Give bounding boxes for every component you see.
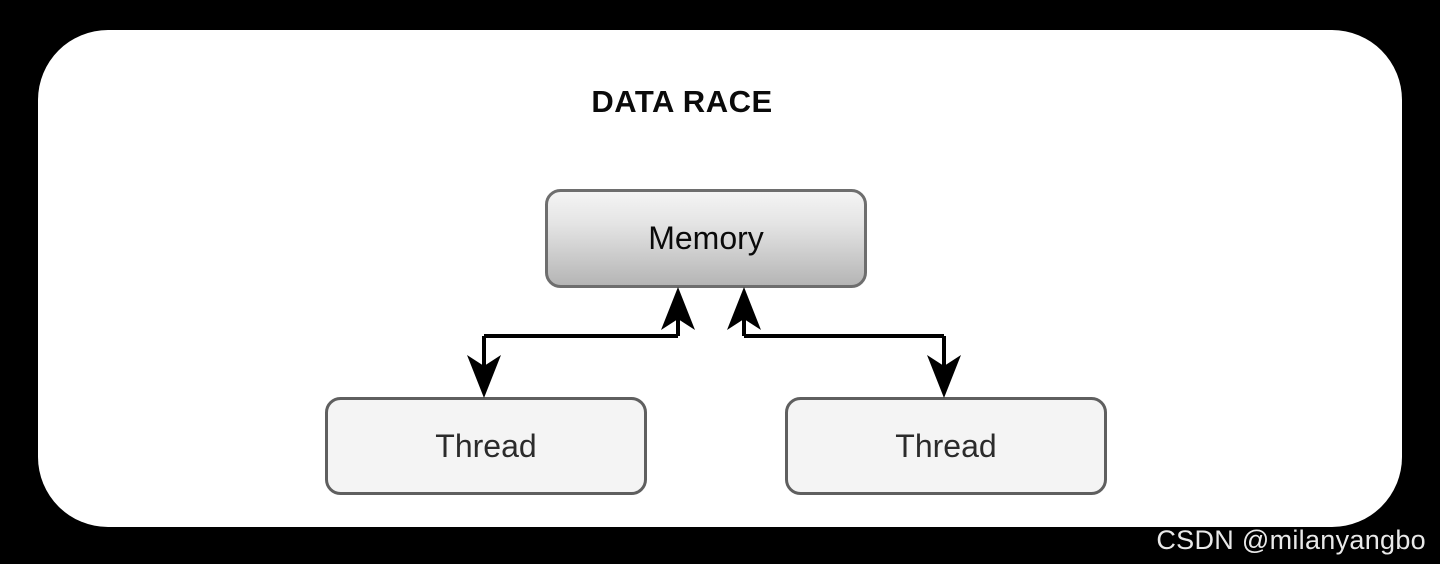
node-thread-left[interactable] [325,397,647,495]
node-memory[interactable] [545,189,867,288]
page-title: DATA RACE [591,84,773,119]
edge-memory-thread-right[interactable] [727,287,961,398]
arrowhead-down-left [467,355,501,398]
node-thread-right[interactable] [785,397,1107,495]
arrowhead-up-right [727,287,761,330]
arrowhead-up-left [661,287,695,330]
edge-memory-thread-left[interactable] [467,287,695,398]
watermark: CSDN @milanyangbo [1156,525,1426,555]
arrowhead-down-right [927,355,961,398]
